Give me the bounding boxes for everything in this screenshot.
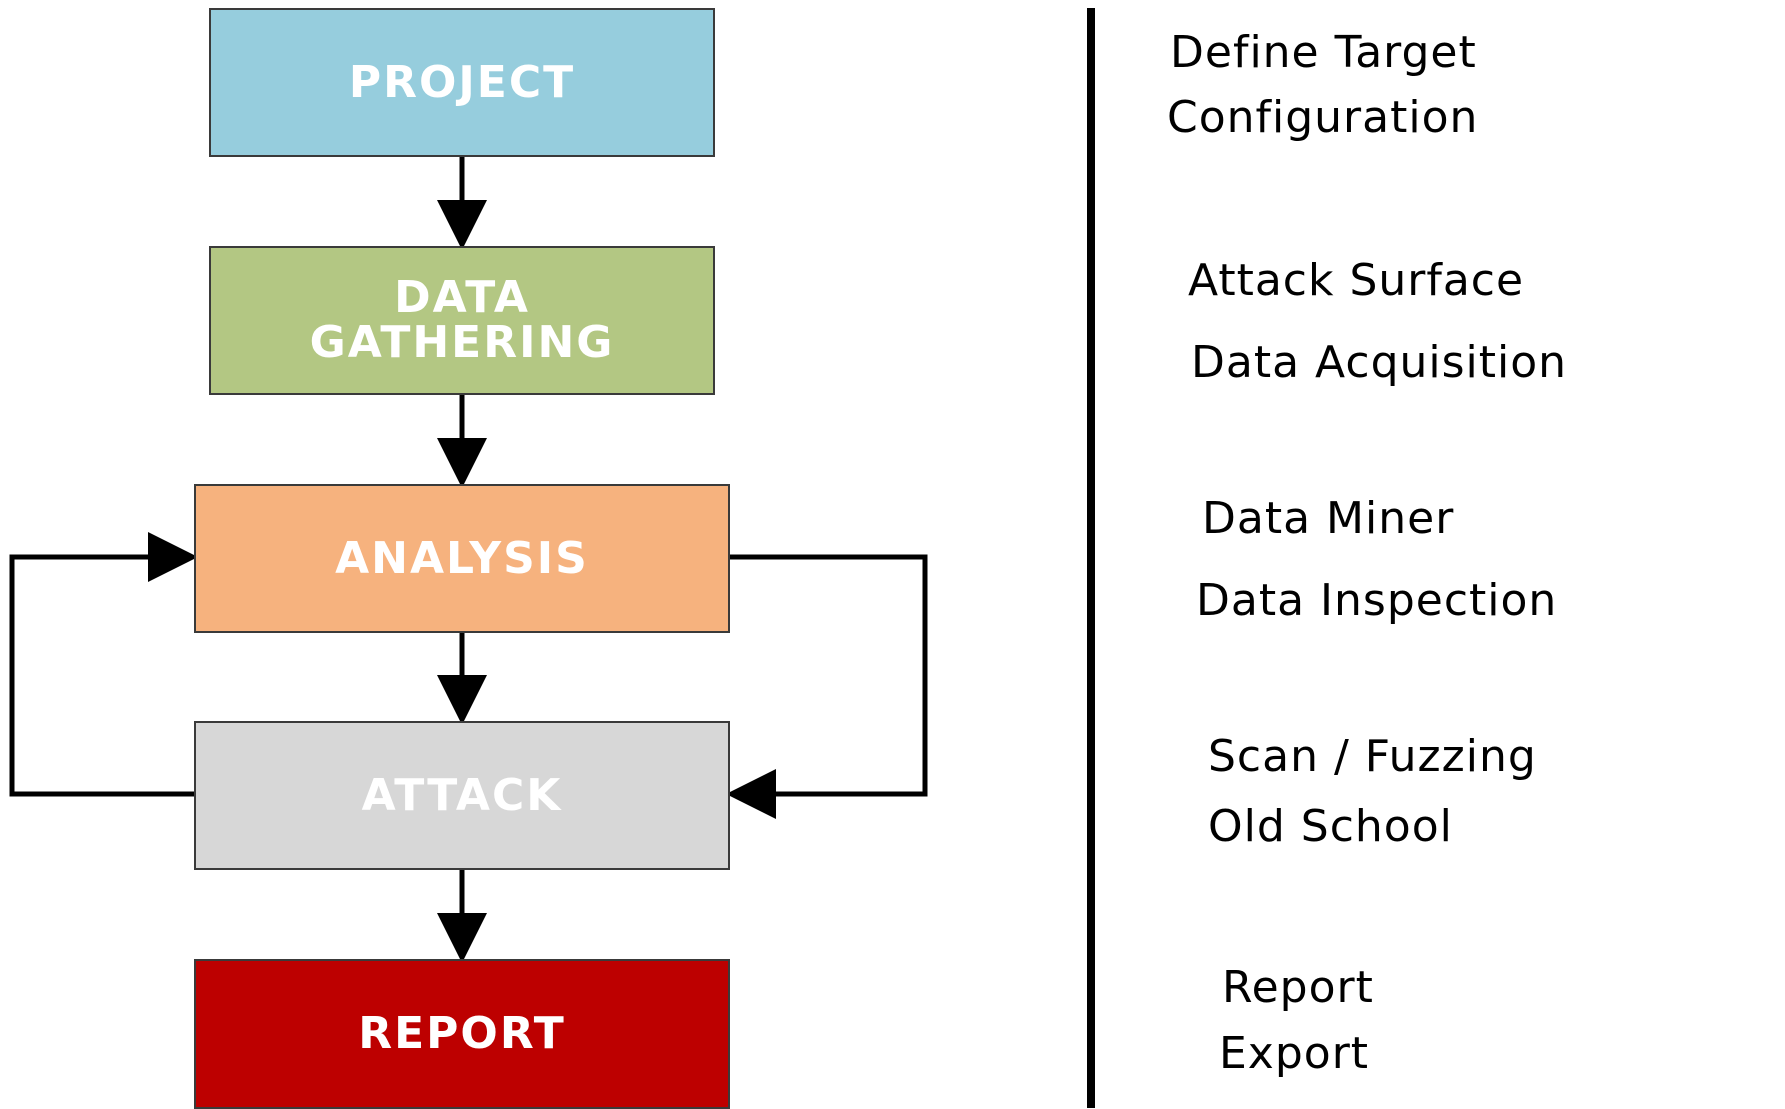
loop-attack-to-analysis	[9, 532, 198, 797]
loop-analysis-to-attack	[726, 554, 928, 819]
vertical-divider	[1087, 8, 1095, 1108]
attack-label: ATTACK	[361, 769, 563, 821]
analysis-label: ANALYSIS	[335, 532, 589, 584]
data-gathering-label-line1: DATA	[394, 271, 530, 323]
data-gathering-box: DATA GATHERING	[209, 246, 715, 395]
report-step-1: Report	[1222, 962, 1374, 1013]
attack-step-2: Old School	[1208, 801, 1453, 852]
report-step-2: Export	[1219, 1028, 1370, 1079]
report-box: REPORT	[194, 959, 730, 1109]
report-label: REPORT	[358, 1008, 566, 1059]
project-step-1: Define Target	[1170, 27, 1477, 78]
data-gathering-step-1: Attack Surface	[1188, 255, 1525, 306]
analysis-step-1: Data Miner	[1202, 493, 1455, 544]
project-step-2: Configuration	[1167, 92, 1479, 143]
project-box: PROJECT	[209, 8, 715, 157]
analysis-step-2: Data Inspection	[1196, 575, 1558, 626]
attack-step-1: Scan / Fuzzing	[1208, 731, 1537, 782]
analysis-box: ANALYSIS	[194, 484, 730, 633]
attack-box: ATTACK	[194, 721, 730, 870]
data-gathering-label-line2: GATHERING	[309, 316, 615, 368]
project-label: PROJECT	[348, 56, 576, 108]
data-gathering-step-2: Data Acquisition	[1191, 337, 1568, 388]
